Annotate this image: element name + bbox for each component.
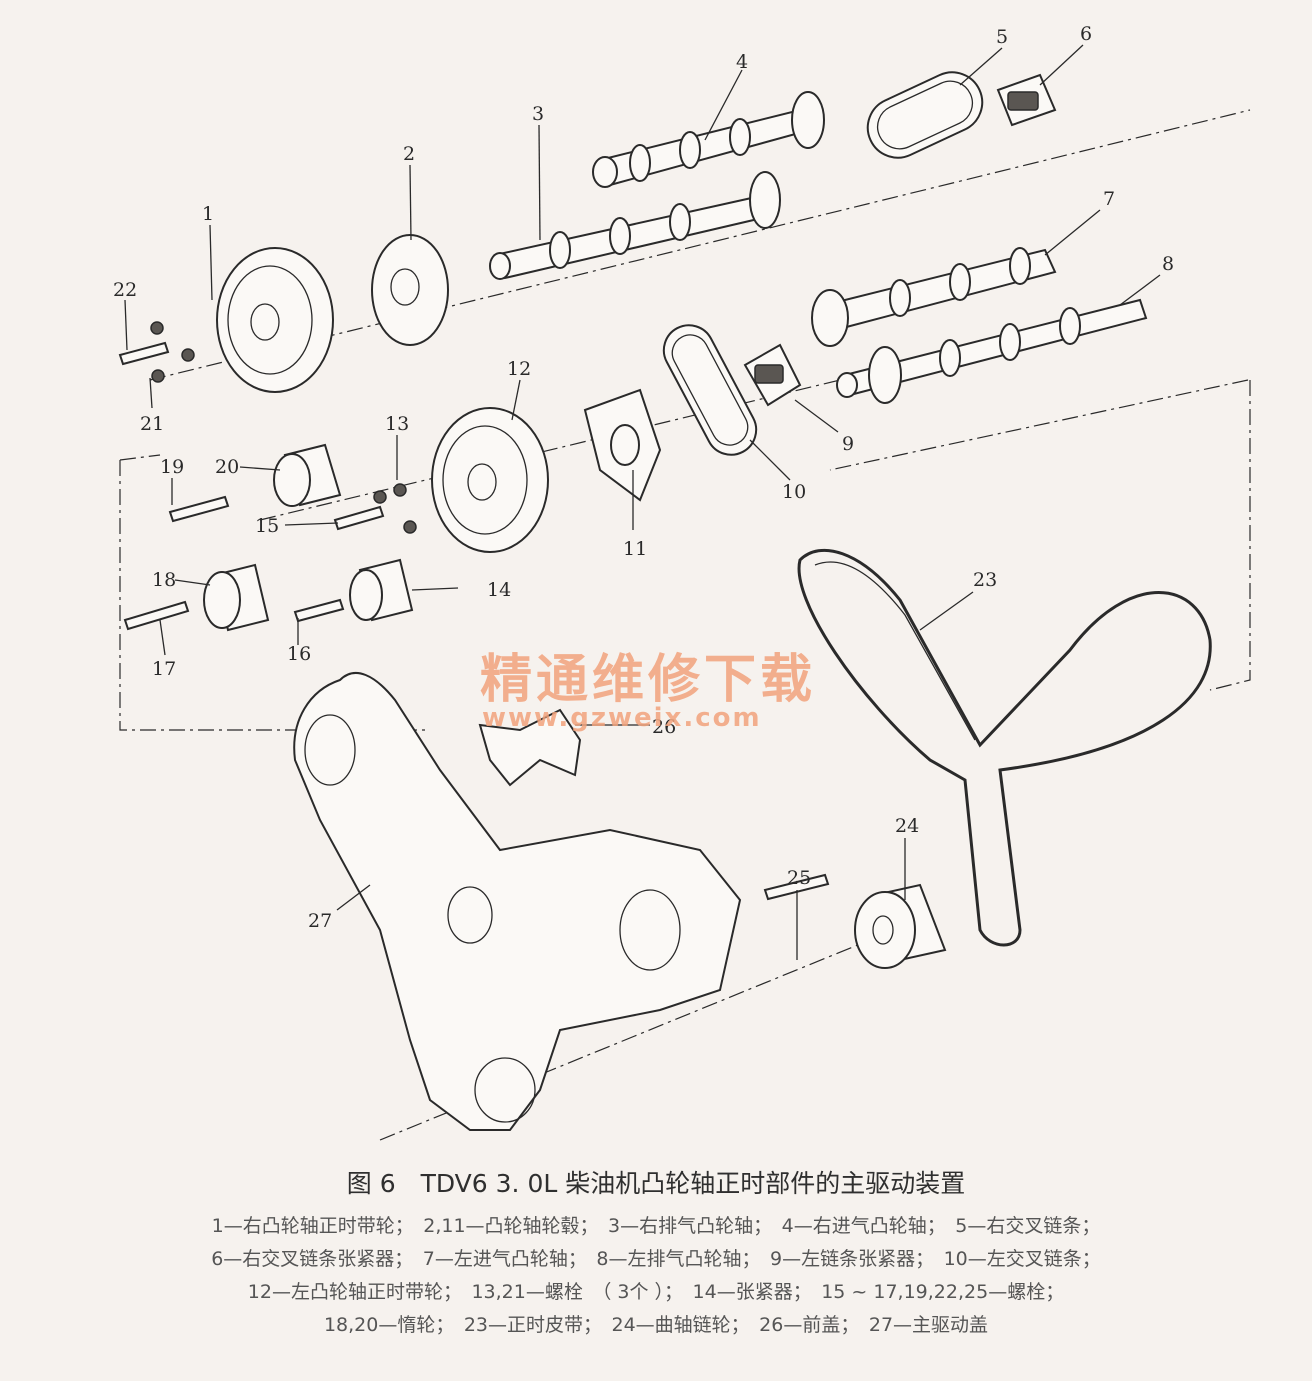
timing-belt xyxy=(797,548,1212,947)
legend-line-2: 6—右交叉链条张紧器； 7—左进气凸轮轴； 8—左排气凸轮轴； 9—左链条张紧器… xyxy=(211,1248,1101,1270)
label-7: 7 xyxy=(1103,188,1115,210)
label-27: 27 xyxy=(308,910,332,932)
tensioner-14 xyxy=(349,558,414,622)
legend-line-3: 12—左凸轮轴正时带轮； 13,21—螺栓 （ 3个 ）； 14—张紧器； 15… xyxy=(247,1281,1065,1303)
label-26: 26 xyxy=(652,716,676,738)
label-16: 16 xyxy=(287,643,311,665)
label-20: 20 xyxy=(215,456,239,478)
label-15: 15 xyxy=(255,515,279,537)
leader-lines xyxy=(124,44,1161,960)
bolts xyxy=(118,321,830,901)
label-23: 23 xyxy=(973,569,997,591)
label-19: 19 xyxy=(160,456,184,478)
label-24: 24 xyxy=(895,815,919,837)
left-intake-camshaft xyxy=(811,247,1057,347)
label-6: 6 xyxy=(1080,23,1092,45)
right-cross-chain xyxy=(866,71,984,159)
label-4: 4 xyxy=(736,51,748,73)
right-intake-camshaft xyxy=(592,91,825,188)
axis-line-middle xyxy=(259,379,841,521)
left-exhaust-camshaft xyxy=(836,298,1148,404)
axis-frame xyxy=(119,379,1251,731)
idler-pulley-18 xyxy=(203,563,270,632)
label-5: 5 xyxy=(996,26,1008,48)
watermark-name: 精通维修下载 xyxy=(480,650,816,710)
label-10: 10 xyxy=(782,481,806,503)
label-17: 17 xyxy=(152,658,176,680)
label-18: 18 xyxy=(152,569,176,591)
label-3: 3 xyxy=(532,103,544,125)
legend-line-1: 1—右凸轮轴正时带轮； 2,11—凸轮轴轮毂； 3—右排气凸轮轴； 4—右进气凸… xyxy=(211,1215,1101,1237)
exploded-view-diagram: 1 2 3 4 5 6 7 8 9 10 11 12 13 14 15 16 1… xyxy=(113,23,1251,1141)
left-chain-tensioner xyxy=(743,343,802,407)
label-12: 12 xyxy=(507,358,531,380)
main-drive-cover xyxy=(293,671,742,1131)
left-cross-chain xyxy=(662,324,758,456)
figure-title: 图 6 TDV6 3. 0L 柴油机凸轮轴正时部件的主驱动装置 xyxy=(346,1169,966,1198)
watermark-url: www.gzweix.com xyxy=(482,703,762,733)
camshaft-hub-2 xyxy=(371,234,449,346)
label-25: 25 xyxy=(787,867,811,889)
label-22: 22 xyxy=(113,279,137,301)
idler-pulley-20 xyxy=(273,443,342,507)
right-cross-chain-tensioner xyxy=(996,73,1057,127)
camshaft-hub-11 xyxy=(583,388,662,502)
left-camshaft-timing-pulley xyxy=(431,407,549,553)
figure-caption: 图 6 TDV6 3. 0L 柴油机凸轮轴正时部件的主驱动装置 1—右凸轮轴正时… xyxy=(0,1160,1312,1342)
legend-line-4: 18,20—惰轮； 23—正时皮带； 24—曲轴链轮； 26—前盖； 27—主驱… xyxy=(323,1314,989,1336)
label-2: 2 xyxy=(403,143,415,165)
label-14: 14 xyxy=(487,579,511,601)
diagram-area: 1 2 3 4 5 6 7 8 9 10 11 12 13 14 15 16 1… xyxy=(113,23,1251,1141)
label-11: 11 xyxy=(623,538,647,560)
label-8: 8 xyxy=(1162,253,1174,275)
label-9: 9 xyxy=(842,433,854,455)
label-21: 21 xyxy=(140,413,164,435)
axis-line-upper xyxy=(149,109,1251,381)
front-cover xyxy=(478,708,582,787)
label-1: 1 xyxy=(202,203,214,225)
crankshaft-sprocket xyxy=(854,883,947,969)
right-exhaust-camshaft xyxy=(489,171,781,280)
label-13: 13 xyxy=(385,413,409,435)
right-camshaft-timing-pulley xyxy=(216,247,334,393)
